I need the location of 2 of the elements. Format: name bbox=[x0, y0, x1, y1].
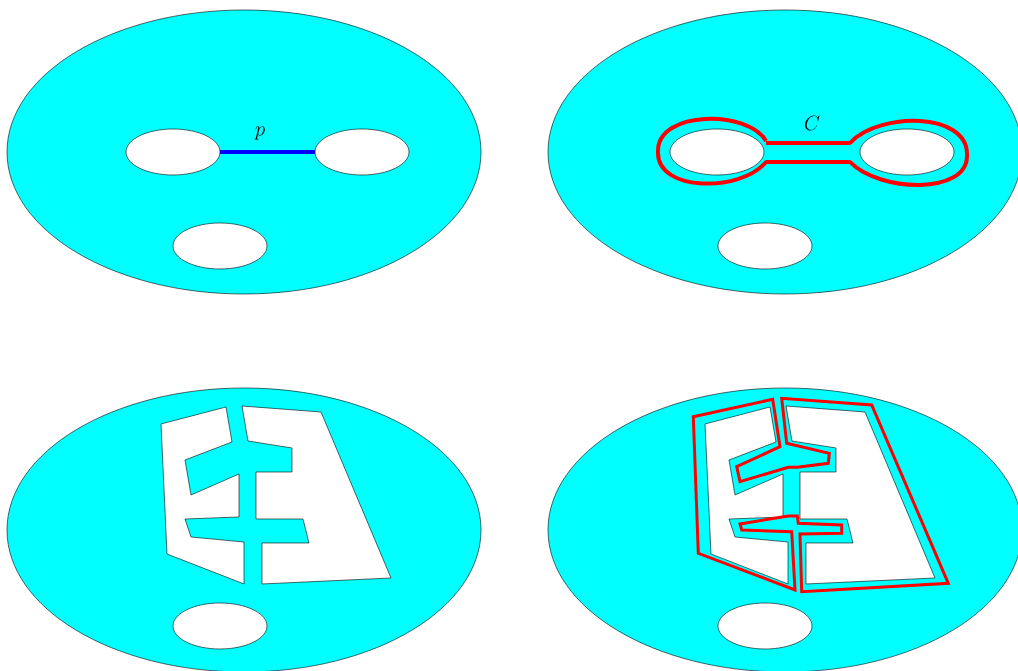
math-label: $C$ bbox=[805, 115, 820, 131]
math-label: $p$ bbox=[254, 126, 265, 140]
